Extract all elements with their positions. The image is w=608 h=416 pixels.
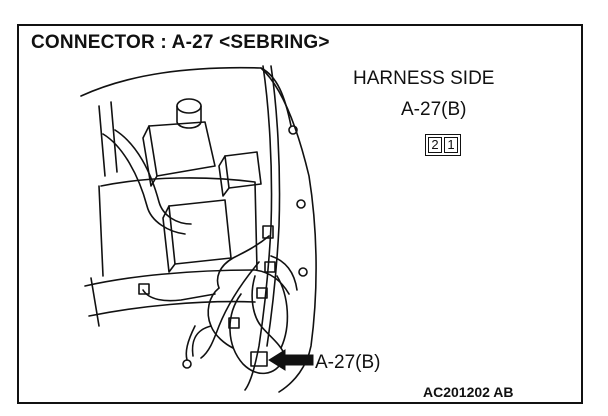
clip: [228, 317, 240, 329]
clip: [262, 225, 274, 239]
harness-loop: [229, 293, 284, 375]
main-harness: [244, 65, 273, 391]
clip: [138, 283, 150, 295]
connector-callout-label: A-27(B): [315, 352, 381, 373]
connector-pin-diagram: 2 1: [425, 134, 461, 156]
hood-outline: [80, 66, 317, 393]
callout-arrow: [268, 349, 314, 371]
harness-side-label: HARNESS SIDE: [353, 68, 495, 89]
diagram-title: CONNECTOR : A-27 <SEBRING>: [31, 32, 330, 53]
air-cleaner: [168, 199, 232, 265]
figure-code: AC201202 AB: [423, 384, 514, 400]
battery-box: [148, 121, 216, 177]
reservoir-cap: [176, 98, 202, 114]
engine-bay-illustration: [80, 65, 317, 393]
fender-line: [260, 67, 292, 127]
clip: [264, 261, 276, 273]
fuse-box: [224, 151, 262, 189]
connector-id-label: A-27(B): [401, 99, 467, 120]
radiator-support: [98, 177, 258, 277]
bumper-outline: [84, 269, 290, 295]
pin-2: 2: [428, 137, 442, 153]
clip: [256, 287, 268, 299]
intake-hose: [102, 133, 186, 235]
grille-line: [90, 277, 100, 327]
a27-connector-location: [250, 351, 268, 367]
pin-1: 1: [444, 137, 458, 153]
diagram-frame: CONNECTOR : A-27 <SEBRING> HARNESS SIDE …: [17, 24, 583, 404]
